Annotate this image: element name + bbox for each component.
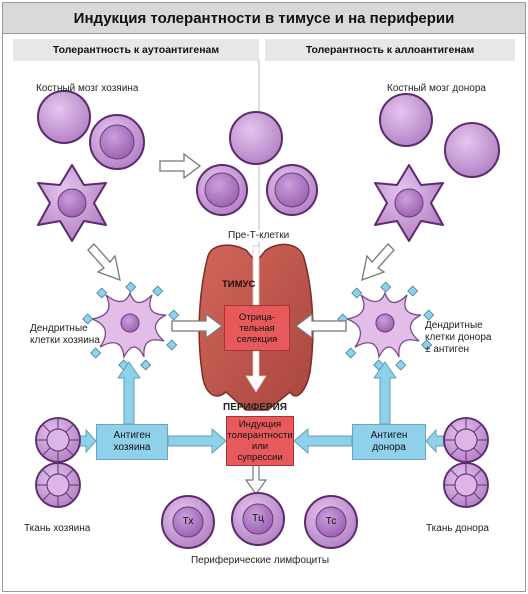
- label-peripheral-lymphocytes: Периферические лимфоциты: [190, 555, 330, 566]
- arrow-host-dendritic-to-selection: [171, 312, 224, 340]
- host-tissue-cell: [35, 462, 81, 508]
- host-marrow-cell: [37, 90, 91, 144]
- lymphocyte-tc: [231, 492, 285, 546]
- label-donor-marrow: Костный мозг донора: [387, 83, 486, 94]
- figure-title: Индукция толерантности в тимусе и на пер…: [3, 3, 525, 34]
- donor-tissue-cell: [443, 462, 489, 508]
- arrow-donor-star-to-dendritic: [361, 243, 395, 282]
- label-tc: Тц: [252, 513, 264, 524]
- pre-t-cell: [196, 164, 248, 216]
- header-self-tolerance: Толерантность к аутоантигенам: [13, 39, 259, 61]
- host-tissue-cell: [35, 417, 81, 463]
- arrow-tolerance-to-lymphocytes: [244, 463, 268, 496]
- host-marrow-cell: [89, 114, 145, 170]
- negative-selection-box: Отрица- тельная селекция: [224, 305, 290, 351]
- donor-stellate-cell: [374, 164, 444, 242]
- label-host-marrow: Костный мозг хозяина: [36, 83, 139, 94]
- label-thymus: ТИМУС: [222, 279, 256, 290]
- label-host-dendritic: Дендритные клетки хозяина: [30, 323, 100, 346]
- lymphocyte-ts: [304, 495, 358, 549]
- label-pre-t: Пре-Т-клетки: [226, 230, 292, 242]
- label-ts: Тс: [325, 516, 337, 527]
- arrow-host-antigen-to-tolerance: [167, 427, 227, 455]
- label-th: Тх: [182, 516, 194, 527]
- label-periphery: ПЕРИФЕРИЯ: [223, 402, 287, 413]
- donor-antigen-box: Антиген донора: [352, 424, 426, 460]
- tolerance-induction-box: Индукция толерантности или супрессии: [226, 416, 294, 466]
- label-donor-tissue: Ткань донора: [426, 523, 489, 534]
- host-antigen-box: Антиген хозяина: [96, 424, 168, 460]
- arrow-host-star-to-dendritic: [87, 243, 121, 282]
- arrow-marrow-to-thymus: [159, 152, 202, 180]
- arrow-donor-antigen-to-tolerance: [293, 427, 353, 455]
- arrow-donor-antigen-up: [373, 361, 397, 425]
- host-dendritic-cell: [82, 281, 180, 371]
- arrow-host-antigen-up: [117, 361, 141, 425]
- pre-t-cell: [229, 111, 283, 165]
- label-donor-dendritic: Дендритные клетки донора ± антиген: [425, 320, 492, 355]
- pre-t-cell: [266, 164, 318, 216]
- donor-dendritic-cell: [337, 281, 435, 371]
- host-stellate-cell: [37, 164, 107, 242]
- header-allo-tolerance: Толерантность к аллоантигенам: [265, 39, 515, 61]
- lymphocyte-th: [161, 495, 215, 549]
- donor-marrow-cell: [379, 93, 433, 147]
- arrow-donor-dendritic-to-selection: [294, 312, 347, 340]
- arrow-donor-tissue-to-antigen: [425, 428, 445, 454]
- donor-tissue-cell: [443, 417, 489, 463]
- donor-marrow-cell: [444, 122, 500, 178]
- label-host-tissue: Ткань хозяина: [24, 523, 91, 534]
